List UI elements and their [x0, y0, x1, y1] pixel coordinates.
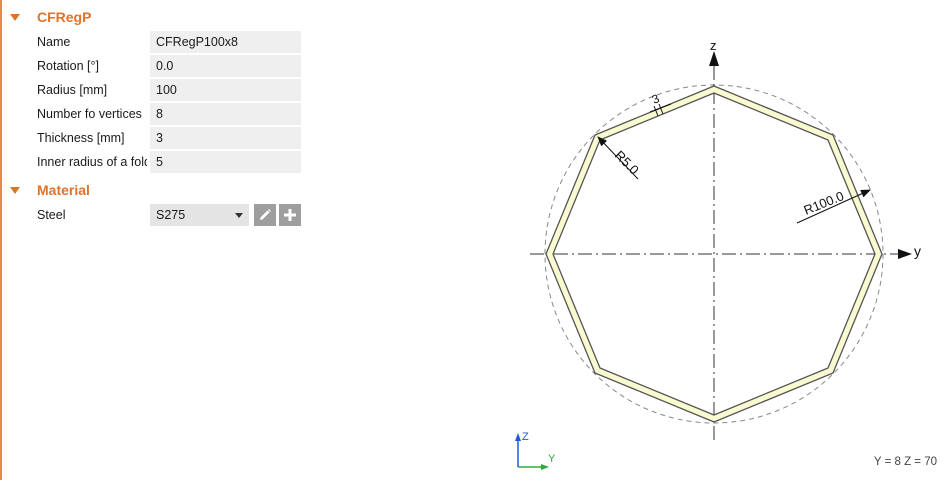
- thickness-field[interactable]: 3: [150, 127, 301, 149]
- property-row-steel: Steel S275: [37, 204, 301, 226]
- y-axis-arrow-icon: [898, 249, 912, 259]
- section-title: Material: [37, 182, 90, 198]
- z-axis-arrow-icon: [709, 51, 719, 66]
- property-label: Inner radius of a fold: [37, 155, 147, 169]
- thickness-tick: [653, 105, 659, 117]
- thickness-tick: [658, 103, 664, 115]
- triad-z-arrow-icon: [515, 433, 521, 441]
- radius-field[interactable]: 100: [150, 79, 301, 101]
- triad-z-label: Z: [522, 431, 529, 443]
- property-row-radius: Radius [mm] 100: [37, 79, 301, 101]
- cross-section-drawing[interactable]: y z 3 R5.0 R100.0 Z Y: [310, 0, 949, 480]
- edit-material-button[interactable]: [254, 204, 276, 226]
- section-header-material[interactable]: Material: [10, 180, 90, 200]
- vertices-field[interactable]: 8: [150, 103, 301, 125]
- section-drawing-canvas[interactable]: y z 3 R5.0 R100.0 Z Y: [310, 0, 949, 480]
- octagon-section[interactable]: [545, 85, 883, 423]
- y-axis-label: y: [914, 243, 921, 259]
- property-row-inner-radius: Inner radius of a fold 5: [37, 151, 301, 173]
- collapse-triangle-icon[interactable]: [10, 13, 20, 21]
- inner-radius-label: R5.0: [612, 148, 642, 178]
- outer-radius-leader: [796, 189, 871, 224]
- property-label: Name: [37, 35, 71, 49]
- property-label: Thickness [mm]: [37, 131, 125, 145]
- inner-radius-field[interactable]: 5: [150, 151, 301, 173]
- collapse-triangle-icon[interactable]: [10, 186, 20, 194]
- name-field[interactable]: CFRegP100x8: [150, 31, 301, 53]
- triad-y-arrow-icon: [541, 464, 549, 470]
- outer-radius-label: R100.0: [802, 188, 846, 218]
- property-label: Rotation [°]: [37, 59, 99, 73]
- property-label: Radius [mm]: [37, 83, 108, 97]
- rotation-field[interactable]: 0.0: [150, 55, 301, 77]
- properties-panel: CFRegP Name CFRegP100x8 Rotation [°] 0.0…: [0, 0, 310, 480]
- property-row-vertices: Number fo vertices 8: [37, 103, 301, 125]
- property-row-name: Name CFRegP100x8: [37, 31, 301, 53]
- material-select[interactable]: S275: [150, 204, 249, 226]
- thickness-dimension-label: 3: [650, 91, 662, 107]
- pencil-icon: [260, 209, 271, 220]
- section-title: CFRegP: [37, 9, 92, 25]
- inner-radius-leader: [597, 136, 639, 180]
- section-header-cfregp[interactable]: CFRegP: [10, 7, 91, 27]
- panel-accent-border: [0, 0, 2, 480]
- material-select-value: S275: [156, 208, 186, 222]
- plus-icon: [284, 209, 296, 221]
- property-row-rotation: Rotation [°] 0.0: [37, 55, 301, 77]
- property-label: Steel: [37, 208, 66, 222]
- property-label: Number fo vertices: [37, 107, 142, 121]
- cursor-coordinates: Y = 8 Z = 70: [873, 456, 937, 468]
- dropdown-arrow-icon: [235, 213, 243, 218]
- z-axis-label: z: [710, 38, 717, 53]
- add-material-button[interactable]: [279, 204, 301, 226]
- property-row-thickness: Thickness [mm] 3: [37, 127, 301, 149]
- triad-y-label: Y: [548, 453, 556, 465]
